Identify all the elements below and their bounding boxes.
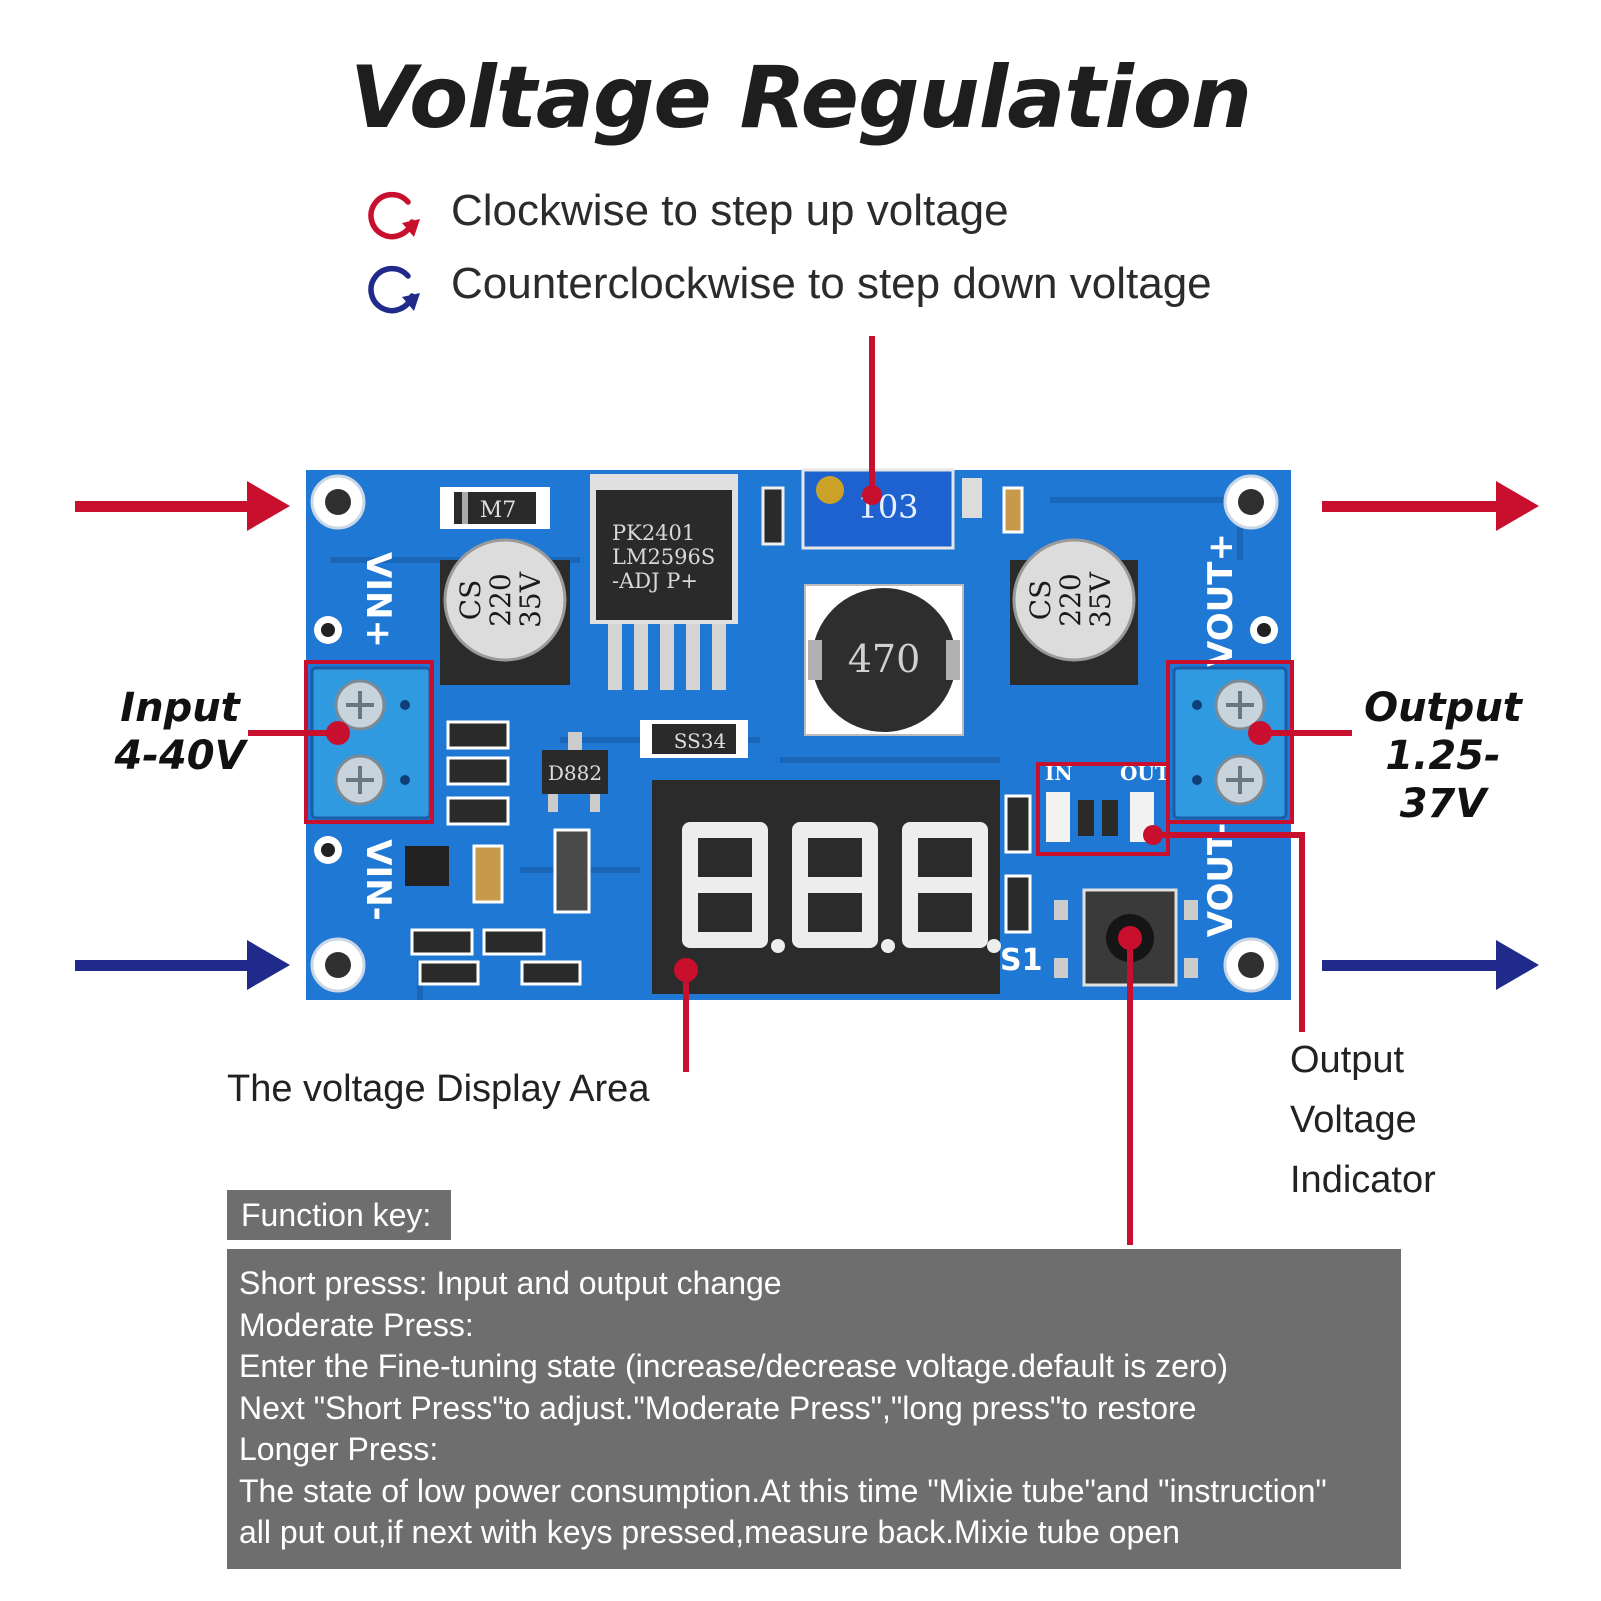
indicator-caption-line1: Output [1290, 1039, 1405, 1081]
cap-left-line3: 35V [514, 571, 547, 628]
indicator-highlight-frame [1036, 762, 1170, 856]
page-title: Voltage Regulation [349, 48, 1252, 148]
button-s1-label: S1 [1000, 943, 1042, 978]
diode-m7: M7 [440, 487, 550, 529]
regulator-chip: PK2401 LM2596S -ADJ P+ [590, 474, 738, 690]
vout-plus-label: VOUT+ [1201, 533, 1241, 667]
legend-counterclockwise: Counterclockwise to step down voltage [451, 259, 1212, 308]
vin-minus-label: VIN- [358, 839, 398, 921]
inductor-label: 470 [848, 637, 921, 681]
transistor-d882: D882 [542, 732, 608, 812]
chip-line1: PK2401 [612, 521, 695, 545]
input-range-label: Input 4-40V [110, 684, 250, 780]
function-key-line: Next "Short Press"to adjust."Moderate Pr… [239, 1389, 1197, 1426]
vout-minus-label: VOUT- [1201, 823, 1241, 938]
diode-m7-label: M7 [480, 498, 517, 523]
input-label-line2: 4-40V [114, 733, 246, 779]
input-highlight-frame [304, 660, 434, 824]
output-minus-arrow [1322, 940, 1539, 990]
chip-line2: LM2596S [612, 545, 715, 569]
cap-left-line2: 220 [484, 573, 517, 626]
output-plus-arrow [1322, 481, 1539, 531]
function-key-line: all put out,if next with keys pressed,me… [239, 1514, 1180, 1550]
input-plus-arrow [75, 481, 290, 531]
clockwise-icon [368, 191, 420, 240]
output-label-line1: Output [1364, 685, 1522, 731]
indicator-caption-line3: Indicator [1290, 1159, 1436, 1201]
input-minus-arrow [75, 940, 290, 990]
function-key-description: Short presss: Input and output change Mo… [227, 1249, 1401, 1569]
cap-right-line2: 220 [1054, 573, 1087, 626]
potentiometer: 103 [801, 468, 955, 550]
output-label-line2: 1.25-37V [1385, 733, 1501, 827]
indicator-callout-line [1153, 832, 1305, 1032]
cap-right-line3: 35V [1084, 571, 1117, 628]
display-area-caption: The voltage Display Area [227, 1068, 650, 1110]
input-label-line1: Input [120, 685, 240, 731]
counterclockwise-icon [368, 265, 420, 314]
cap-right-line1: CS [1024, 580, 1057, 621]
diode-ss34: SS34 [640, 720, 748, 758]
function-key-line: Short presss: Input and output change [239, 1265, 782, 1301]
function-key-line: Enter the Fine-tuning state (increase/de… [239, 1348, 1228, 1384]
output-range-label: Output 1.25-37V [1358, 684, 1528, 828]
indicator-caption: Output Voltage Indicator [1290, 1030, 1436, 1210]
function-key-line: Moderate Press: [239, 1306, 474, 1343]
vin-plus-label: VIN+ [358, 552, 398, 648]
function-key-line: Longer Press: [239, 1431, 439, 1467]
indicator-caption-line2: Voltage [1290, 1099, 1417, 1141]
inductor: 470 [804, 584, 964, 736]
pcb-board: VIN+ VIN- VOUT+ VOUT- M7 [306, 468, 1291, 1000]
capacitor-left: CS 220 35V [440, 538, 570, 685]
function-key-heading: Function key: [227, 1190, 451, 1240]
chip-line3: -ADJ P+ [612, 569, 698, 593]
output-highlight-frame [1166, 660, 1294, 824]
output-terminal-block [1172, 666, 1288, 820]
cap-left-line1: CS [454, 580, 487, 621]
seven-segment-display [652, 780, 1001, 994]
input-terminal-block [310, 666, 432, 820]
function-key-line: The state of low power consumption.At th… [239, 1472, 1327, 1509]
legend-clockwise: Clockwise to step up voltage [451, 186, 1009, 235]
ss34-label: SS34 [674, 729, 727, 753]
d882-label: D882 [548, 761, 602, 785]
capacitor-right: CS 220 35V [1010, 538, 1138, 685]
